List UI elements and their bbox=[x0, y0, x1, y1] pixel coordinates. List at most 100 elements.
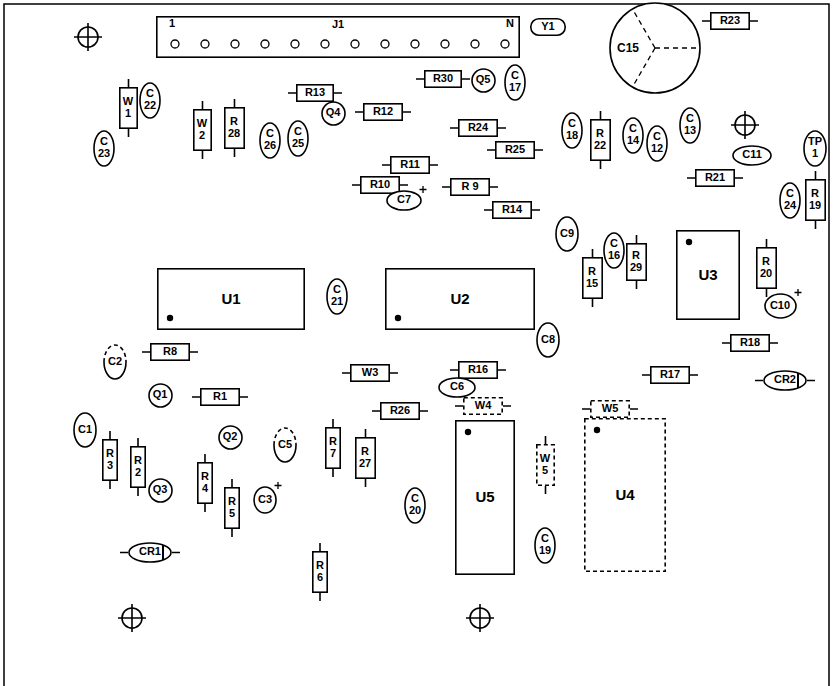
part-label: R12 bbox=[373, 106, 393, 118]
component-body bbox=[765, 294, 796, 318]
part-label: Y1 bbox=[541, 21, 554, 33]
component-body bbox=[590, 120, 609, 160]
resistor-symbol: R 7 bbox=[325, 427, 341, 469]
connector-pin bbox=[321, 40, 329, 48]
part-label: W 1 bbox=[123, 96, 133, 119]
component-body bbox=[536, 445, 553, 485]
capacitor-symbol: C8 bbox=[536, 322, 560, 358]
resistor-symbol: R14 bbox=[492, 201, 532, 219]
capacitor-symbol: C9 bbox=[555, 216, 579, 252]
resistor-symbol: R17 bbox=[650, 366, 690, 384]
resistor-symbol: R10 bbox=[360, 176, 400, 194]
resistor-symbol: R 22 bbox=[590, 119, 611, 161]
cathode-band bbox=[797, 373, 799, 388]
pin-label: N bbox=[506, 18, 514, 30]
component-body bbox=[604, 233, 624, 268]
component-body bbox=[103, 440, 117, 480]
connector-pin bbox=[351, 40, 359, 48]
part-label: C 20 bbox=[409, 493, 421, 516]
part-label: R17 bbox=[660, 369, 680, 381]
part-label: C2 bbox=[108, 356, 122, 368]
connector-pin bbox=[441, 40, 449, 48]
component-body bbox=[151, 344, 189, 360]
part-label: C10 bbox=[770, 300, 790, 312]
part-label: R 27 bbox=[359, 446, 371, 469]
capacitor-symbol: C10 bbox=[764, 293, 797, 319]
part-label: R8 bbox=[163, 346, 177, 358]
part-label: C 13 bbox=[684, 113, 696, 136]
component-body bbox=[711, 13, 749, 29]
component-body bbox=[626, 244, 645, 280]
ic-package: U5 bbox=[455, 420, 515, 575]
part-label: TP 1 bbox=[808, 136, 822, 159]
part-label: R 29 bbox=[630, 250, 642, 273]
part-label: C 22 bbox=[144, 88, 156, 111]
part-label: U2 bbox=[450, 291, 469, 307]
connector-pin bbox=[381, 40, 389, 48]
jumper-symbol: W5 bbox=[590, 400, 630, 418]
resistor-symbol: R 29 bbox=[626, 243, 647, 281]
resistor-symbol: R 28 bbox=[224, 107, 245, 149]
component-body bbox=[562, 113, 582, 148]
component-body bbox=[451, 179, 489, 195]
part-label: U1 bbox=[221, 291, 240, 307]
part-label: U4 bbox=[615, 487, 634, 503]
component-body bbox=[651, 367, 689, 383]
jumper-symbol: W4 bbox=[463, 397, 503, 415]
crystal-symbol: Y1 bbox=[530, 18, 566, 36]
part-label: Q2 bbox=[223, 431, 238, 443]
component-body bbox=[505, 65, 525, 100]
part-label: R23 bbox=[720, 15, 740, 27]
part-label: Q3 bbox=[153, 484, 168, 496]
component-body bbox=[381, 403, 419, 419]
component-body bbox=[585, 419, 665, 571]
part-label: C 12 bbox=[651, 131, 663, 154]
transistor-symbol: Q2 bbox=[218, 425, 243, 450]
connector-pin bbox=[291, 40, 299, 48]
part-label: Q1 bbox=[153, 389, 168, 401]
component-body bbox=[733, 146, 771, 165]
transistor-symbol: Q3 bbox=[148, 478, 173, 503]
resistor-symbol: W 1 bbox=[119, 87, 138, 129]
part-label: R 22 bbox=[594, 128, 606, 151]
part-label: Q4 bbox=[326, 107, 341, 119]
part-label: R1 bbox=[213, 391, 227, 403]
resistor-symbol: R8 bbox=[150, 343, 190, 361]
component-body bbox=[459, 120, 497, 136]
component-body bbox=[386, 269, 534, 329]
part-label: W 2 bbox=[197, 118, 207, 141]
part-label: R 6 bbox=[316, 560, 324, 583]
component-body bbox=[647, 126, 667, 161]
diode-symbol: CR1 bbox=[128, 542, 172, 563]
resistor-symbol: R12 bbox=[363, 103, 403, 121]
part-label: CR1 bbox=[139, 546, 161, 558]
hole-cross bbox=[74, 23, 102, 51]
part-label: C1 bbox=[78, 424, 92, 436]
part-label: C6 bbox=[450, 381, 464, 393]
component-body bbox=[201, 389, 239, 405]
ic-package: U2 bbox=[385, 268, 535, 330]
part-label: U3 bbox=[698, 267, 717, 283]
connector-pin bbox=[171, 40, 179, 48]
component-body bbox=[313, 552, 327, 592]
component-body bbox=[456, 420, 514, 573]
part-label: R14 bbox=[502, 204, 522, 216]
resistor-symbol: R 9 bbox=[450, 178, 490, 196]
component-body bbox=[361, 177, 399, 193]
connector-pin bbox=[261, 40, 269, 48]
component-body bbox=[425, 71, 461, 87]
resistor-symbol: R30 bbox=[424, 70, 462, 88]
pin-one-dot bbox=[167, 315, 173, 321]
resistor-symbol: R 15 bbox=[582, 257, 603, 299]
part-label: C 26 bbox=[264, 128, 276, 151]
polarity-mark bbox=[634, 11, 699, 85]
part-label: C7 bbox=[397, 194, 411, 206]
part-label: R 15 bbox=[586, 266, 598, 289]
pin-one-dot bbox=[594, 427, 600, 433]
component-body bbox=[119, 88, 136, 128]
component-body bbox=[288, 121, 308, 156]
component-body bbox=[297, 85, 333, 101]
transistor-symbol: Q1 bbox=[148, 383, 173, 408]
polarity-mark bbox=[794, 289, 801, 296]
resistor-symbol: W 2 bbox=[193, 109, 212, 151]
